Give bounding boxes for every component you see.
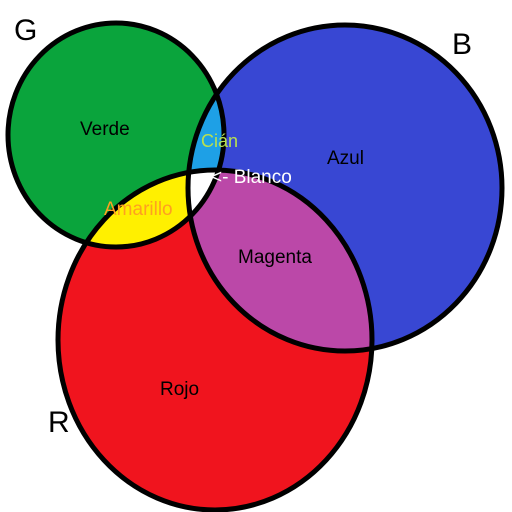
label-cyan: Cián [201, 131, 238, 151]
blue-circle-letter: B [452, 28, 472, 61]
label-red-only: Rojo [160, 379, 199, 400]
green-circle-letter: G [14, 14, 37, 47]
green-circle-outline [5, 20, 227, 250]
label-green-only: Verde [80, 119, 130, 140]
label-magenta: Magenta [238, 247, 312, 268]
label-blue-only: Azul [327, 148, 364, 169]
blue-circle-outline [185, 22, 505, 354]
label-yellow: Amarillo [104, 199, 173, 220]
red-circle-letter: R [48, 406, 70, 439]
label-white: <- Blanco [211, 167, 292, 188]
red-circle-outline [55, 167, 375, 512]
